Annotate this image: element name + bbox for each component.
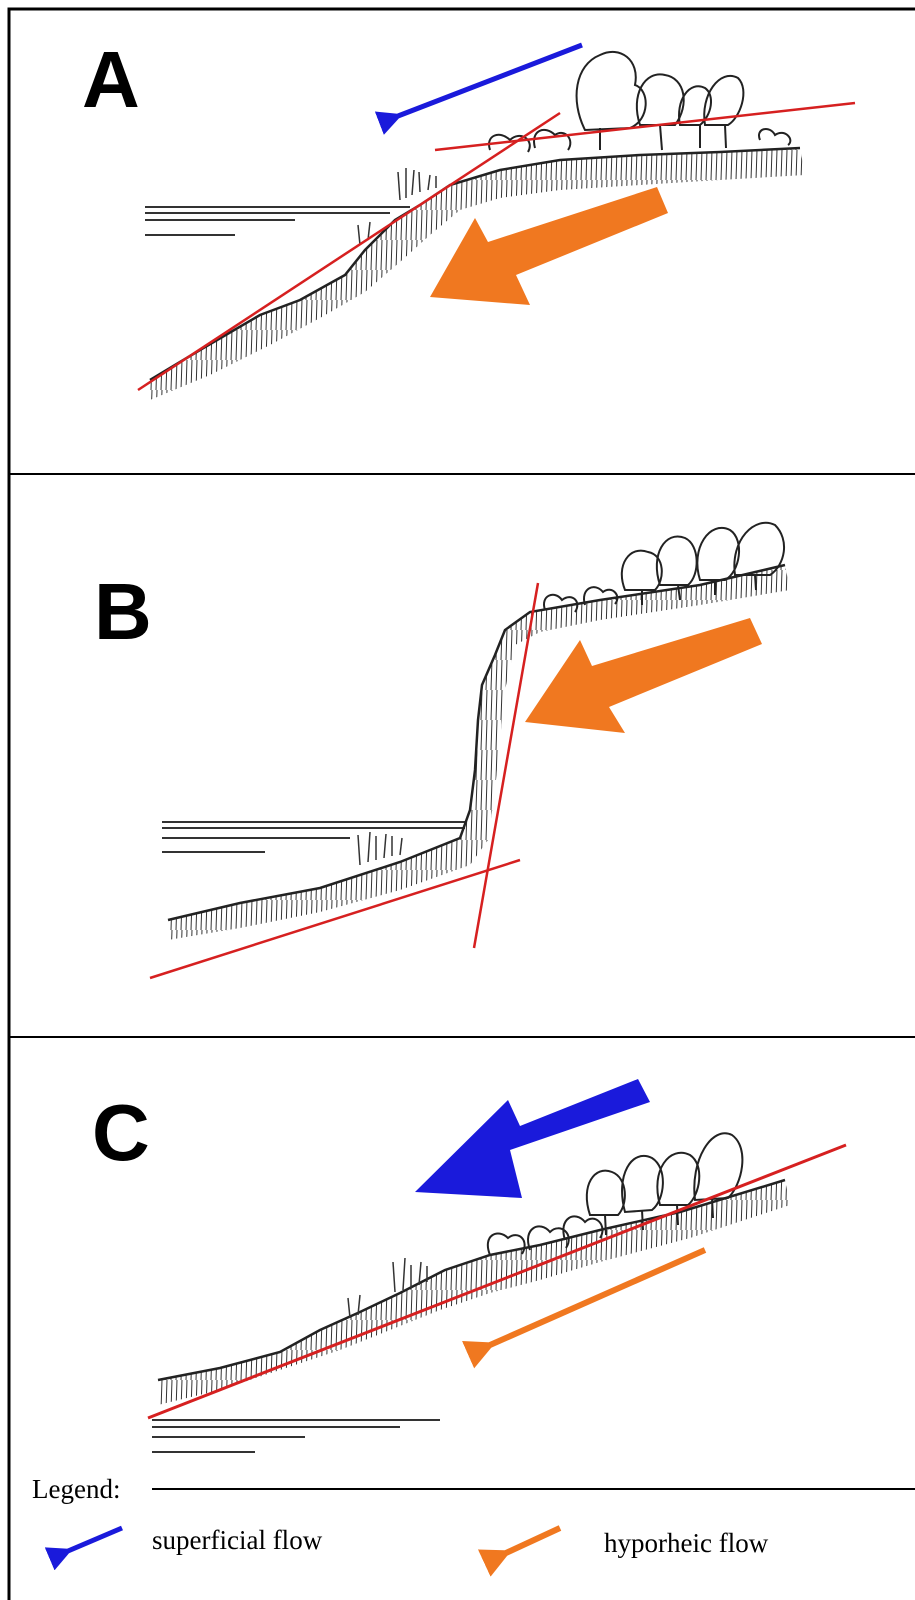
hyporheic-flow-arrow bbox=[525, 618, 762, 733]
water-lines bbox=[162, 821, 465, 853]
superficial-flow-arrow bbox=[415, 1079, 650, 1198]
trees bbox=[487, 1132, 744, 1256]
legend-superficial-flow-label: superficial flow bbox=[152, 1525, 323, 1555]
slope-line bbox=[472, 582, 540, 949]
ground-profile bbox=[157, 1178, 786, 1382]
panel-a-illustration bbox=[137, 42, 856, 400]
trees bbox=[543, 522, 786, 613]
soil-hatching bbox=[150, 148, 805, 400]
water-lines bbox=[152, 1419, 440, 1453]
slope-line bbox=[147, 1143, 847, 1420]
soil-hatching bbox=[158, 1180, 790, 1405]
slope-line bbox=[149, 858, 521, 980]
reeds bbox=[347, 1257, 428, 1319]
slope-line bbox=[434, 101, 856, 152]
figure-border bbox=[7, 7, 915, 1600]
hyporheic-flow-arrow bbox=[430, 187, 668, 305]
legend-blue-arrow-icon bbox=[44, 1525, 123, 1571]
legend-orange-arrow-icon bbox=[477, 1525, 562, 1577]
panel-label-a: A bbox=[82, 35, 140, 124]
reeds bbox=[357, 831, 403, 866]
panel-label-c: C bbox=[92, 1088, 150, 1177]
legend-hyporheic-flow-label: hyporheic flow bbox=[604, 1528, 769, 1558]
reeds bbox=[357, 168, 437, 246]
panel-c-illustration bbox=[147, 1079, 847, 1453]
panel-label-b: B bbox=[94, 567, 152, 656]
slope-line bbox=[137, 111, 561, 392]
water-lines bbox=[145, 206, 410, 236]
hyporheic-flow-arrow bbox=[461, 1247, 707, 1369]
legend-title: Legend: bbox=[32, 1474, 121, 1504]
panel-b-illustration bbox=[149, 522, 790, 980]
ground-profile bbox=[167, 563, 786, 922]
superficial-flow-arrow bbox=[374, 42, 583, 135]
soil-hatching bbox=[168, 565, 790, 940]
trees bbox=[488, 50, 792, 153]
